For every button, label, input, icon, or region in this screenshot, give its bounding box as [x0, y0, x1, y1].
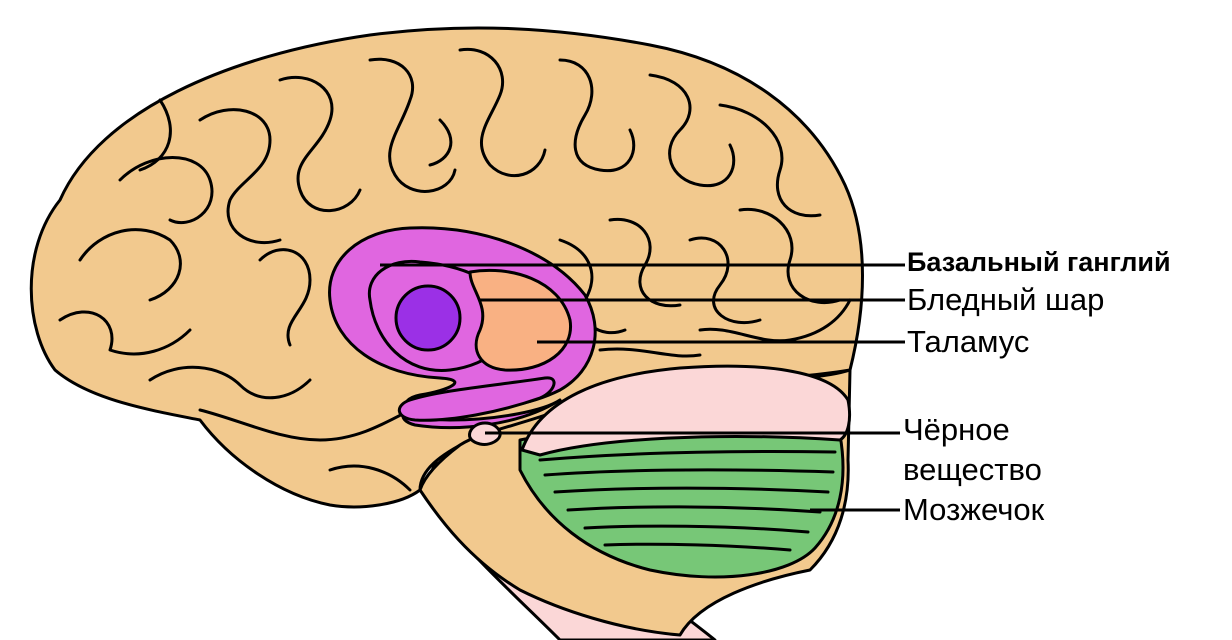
- globus-pallidus: [396, 286, 460, 350]
- label-basal-ganglia: Базальный ганглий: [907, 244, 1171, 280]
- label-cerebellum: Мозжечок: [903, 492, 1044, 528]
- label-substantia-nigra-line2: вещество: [903, 452, 1042, 488]
- label-thalamus: Таламус: [907, 324, 1029, 360]
- label-globus-pallidus: Бледный шар: [907, 282, 1104, 318]
- label-substantia-nigra-line1: Чёрное: [903, 412, 1010, 448]
